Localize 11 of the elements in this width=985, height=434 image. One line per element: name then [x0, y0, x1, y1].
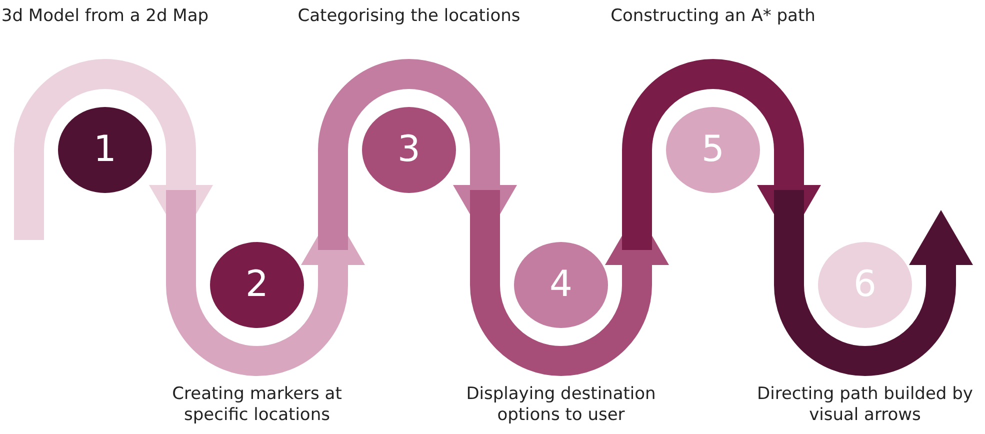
step-number: 3	[398, 132, 420, 168]
step-title: Displaying destination options to user	[465, 384, 657, 426]
step-title: Categorising the locations	[296, 6, 522, 27]
step-number: 2	[246, 267, 268, 303]
step-title: Directing path builded by visual arrows	[756, 384, 974, 426]
step-number: 1	[94, 132, 116, 168]
step-number: 5	[702, 132, 724, 168]
step-title: Constructing an A* path	[610, 6, 816, 27]
step-number: 4	[550, 267, 572, 303]
step-title: 3d Model from a 2d Map	[0, 6, 210, 27]
step-title: Creating markers at specific locations	[171, 384, 343, 426]
